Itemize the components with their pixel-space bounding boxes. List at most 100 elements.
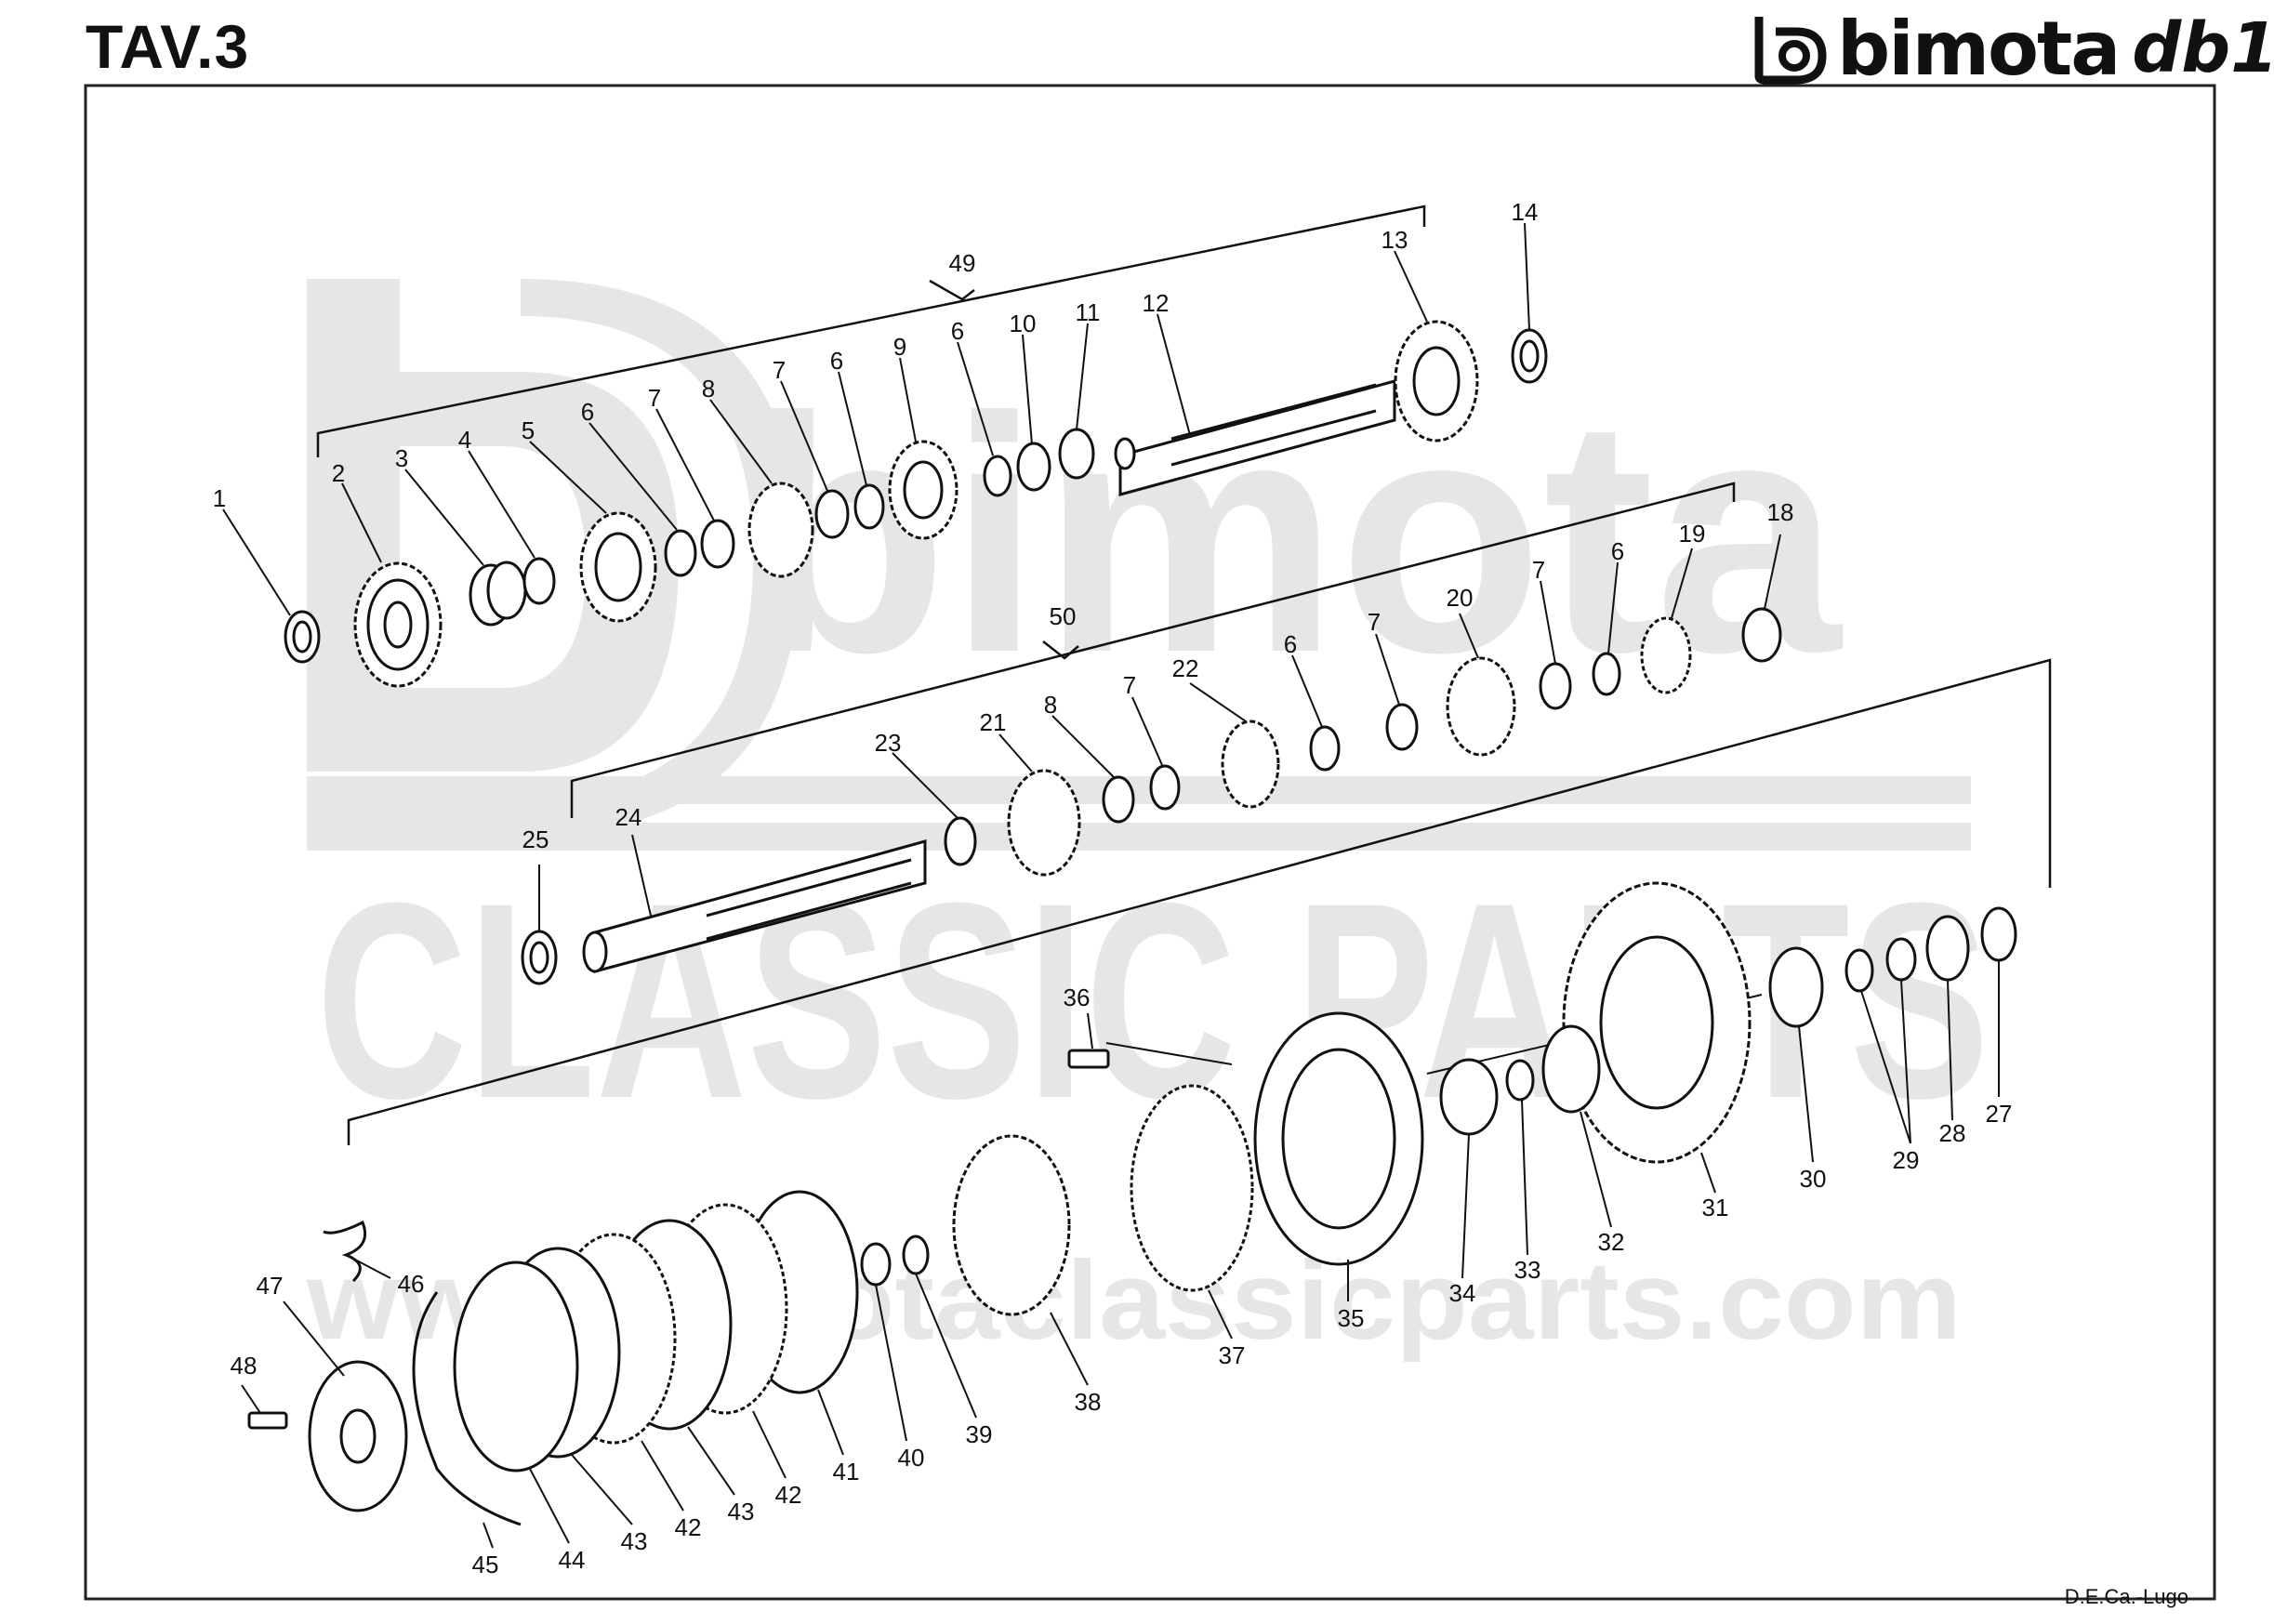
label-11: 11	[1076, 298, 1101, 326]
part-7-washer-a	[700, 519, 735, 569]
part-6-circlip-b	[853, 483, 885, 530]
leader-12	[1157, 313, 1191, 436]
label-38: 38	[1075, 1388, 1102, 1416]
leader-20	[1459, 613, 1479, 659]
label-9: 9	[893, 333, 906, 361]
part-6-circlip-c	[983, 455, 1012, 497]
leader-lines	[222, 222, 2000, 1549]
part-36-bolt	[1067, 1049, 1110, 1069]
label-23: 23	[875, 729, 902, 757]
label-33: 33	[1514, 1256, 1541, 1284]
label-7e: 7	[1123, 671, 1136, 699]
label-22: 22	[1172, 654, 1199, 682]
leader-6b	[838, 371, 867, 486]
part-labels: 1 2 3 4 5 6 7 8 7 6 9 6 10 11 12 13 14 4…	[213, 198, 2013, 1578]
leader-43a	[687, 1426, 735, 1496]
label-6b: 6	[830, 347, 843, 375]
part-44-disc	[453, 1261, 579, 1472]
part-11-bushing	[1058, 428, 1095, 480]
part-23-washer	[944, 816, 977, 866]
label-44: 44	[559, 1546, 586, 1574]
part-37-plate	[1130, 1084, 1254, 1292]
leader-1	[222, 508, 291, 616]
label-2: 2	[332, 459, 345, 487]
part-7-washer-e	[1149, 764, 1181, 811]
label-12: 12	[1143, 289, 1170, 317]
upper-shaft-group	[284, 320, 1548, 688]
part-30-bearing	[1768, 946, 1824, 1028]
label-3: 3	[395, 444, 408, 472]
leader-38	[1050, 1312, 1089, 1386]
label-19: 19	[1679, 520, 1706, 548]
watermark-stripe-1	[307, 776, 1971, 804]
label-40: 40	[898, 1444, 925, 1472]
leader-8b	[1051, 715, 1115, 778]
leader-7e	[1131, 696, 1163, 766]
brand-name: bimota	[1837, 5, 2121, 92]
leader-48	[241, 1384, 261, 1414]
leader-2	[341, 482, 382, 563]
leader-22	[1189, 682, 1247, 722]
label-32: 32	[1598, 1228, 1625, 1256]
brand-model: db1	[2132, 8, 2274, 88]
label-25: 25	[522, 825, 549, 853]
label-39: 39	[966, 1420, 993, 1448]
label-7a: 7	[648, 384, 661, 412]
part-40-nut	[860, 1242, 892, 1287]
leader-47	[283, 1301, 345, 1377]
part-12-shaft	[1118, 379, 1396, 496]
part-5-gear-hub	[594, 532, 642, 602]
leader-23	[892, 752, 959, 819]
leader-11	[1076, 323, 1089, 430]
label-43a: 43	[728, 1498, 755, 1525]
label-41: 41	[833, 1458, 860, 1485]
label-6e: 6	[1284, 630, 1297, 658]
label-31: 31	[1702, 1194, 1729, 1221]
label-28: 28	[1939, 1119, 1966, 1147]
label-10: 10	[1010, 310, 1037, 337]
leader-42b	[641, 1440, 684, 1512]
drawing-credit: D.E.Ca.-Lugo	[2064, 1585, 2188, 1608]
axis-bracket	[347, 658, 2052, 1145]
leader-14	[1524, 222, 1530, 331]
leader-28	[1947, 979, 1953, 1121]
part-9-gear-hub	[903, 460, 944, 520]
leader-37	[1208, 1289, 1233, 1340]
label-29: 29	[1893, 1146, 1920, 1174]
part-24-spline-2	[706, 881, 912, 941]
label-46: 46	[398, 1270, 425, 1298]
part-7-washer-c	[1539, 662, 1572, 710]
leader-36	[1087, 1012, 1093, 1050]
part-7-washer-d	[1385, 703, 1419, 751]
label-34: 34	[1449, 1279, 1476, 1307]
leader-6e	[1291, 654, 1323, 728]
leader-46	[354, 1259, 391, 1279]
part-12-spline-1	[1170, 383, 1377, 441]
part-31-gear-hub	[1599, 935, 1714, 1110]
leader-6c	[957, 341, 994, 456]
part-13-gear-hub	[1412, 346, 1461, 416]
leader-4	[468, 450, 535, 559]
part-18-washer	[1741, 607, 1782, 663]
part-34-bushing	[1439, 1058, 1499, 1136]
part-32-bearing	[1541, 1024, 1601, 1114]
part-27-washer	[1980, 906, 2017, 962]
label-8a: 8	[702, 375, 715, 403]
part-46-spring	[323, 1220, 367, 1283]
label-1: 1	[213, 484, 226, 512]
part-3-bushing-end	[486, 561, 527, 620]
leader-18	[1764, 534, 1781, 610]
leader-9	[899, 357, 917, 442]
label-20: 20	[1447, 584, 1474, 612]
label-48: 48	[231, 1352, 258, 1380]
leader-6a	[588, 422, 678, 531]
part-6-circlip-e	[1309, 725, 1341, 772]
label-30: 30	[1800, 1165, 1827, 1193]
part-33-circlip	[1505, 1059, 1535, 1102]
leader-33	[1521, 1099, 1528, 1256]
part-20-gear	[1446, 656, 1516, 757]
part-19-gear	[1640, 616, 1692, 694]
leader-40	[875, 1284, 907, 1442]
leader-7a	[655, 408, 715, 522]
